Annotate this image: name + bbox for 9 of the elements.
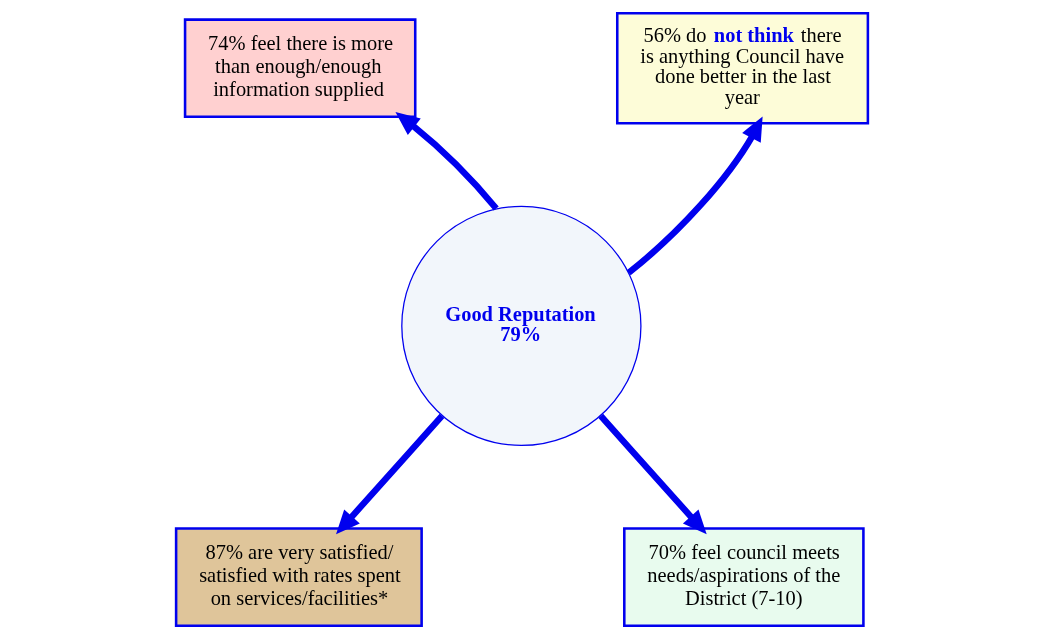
node-box: 56% do not think there is anything Council have done better in the last year bbox=[616, 11, 870, 125]
arrow bbox=[626, 116, 763, 276]
arrow bbox=[336, 413, 445, 535]
arrow bbox=[598, 413, 707, 535]
node-box: 87% are very satisfied/ satisfied with rates spent on services/facilities* bbox=[174, 527, 423, 628]
node-box: 74% feel there is more than enough/enough information supplied bbox=[183, 18, 417, 119]
arrow bbox=[395, 112, 499, 211]
node-circle: Good Reputation 79% bbox=[401, 205, 642, 447]
node-box: 70% feel council meets needs/aspirations of the District (7-10) bbox=[623, 527, 865, 628]
